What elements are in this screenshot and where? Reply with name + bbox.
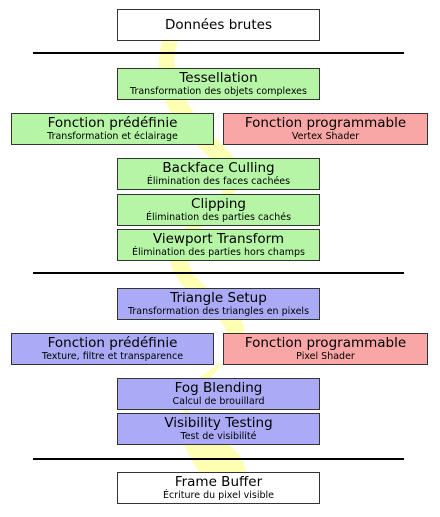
frame-buffer-box: Frame Buffer Écriture du pixel visible [117,472,320,504]
viewport-transform-title: Viewport Transform [152,231,285,247]
viewport-transform-box: Viewport Transform Élimination des parti… [117,229,320,261]
programmable-raster-subtitle: Pixel Shader [296,351,355,362]
fixed-function-geometry-title: Fonction prédéfinie [47,115,178,131]
triangle-setup-subtitle: Transformation des triangles en pixels [127,306,310,317]
fog-blending-title: Fog Blending [174,380,263,396]
fixed-function-raster-subtitle: Texture, filtre et transparence [41,351,184,362]
raw-data-box: Données brutes [117,9,320,41]
programmable-raster-title: Fonction programmable [244,335,407,351]
separator-line-2 [33,272,404,274]
programmable-raster-box: Fonction programmable Pixel Shader [223,333,428,365]
programmable-geometry-box: Fonction programmable Vertex Shader [223,113,428,145]
fixed-function-geometry-box: Fonction prédéfinie Transformation et éc… [11,113,214,145]
fixed-function-raster-title: Fonction prédéfinie [47,335,178,351]
tessellation-subtitle: Transformation des objets complexes [130,86,307,97]
tessellation-title: Tessellation [179,70,258,86]
separator-line-3 [33,458,404,460]
fog-blending-subtitle: Calcul de brouillard [172,396,265,407]
frame-buffer-subtitle: Écriture du pixel visible [162,490,275,501]
backface-culling-title: Backface Culling [162,160,275,176]
viewport-transform-subtitle: Élimination des parties hors champs [131,247,306,258]
backface-culling-box: Backface Culling Élimination des faces c… [117,158,320,190]
clipping-box: Clipping Élimination des parties cachés [117,194,320,226]
triangle-setup-title: Triangle Setup [170,290,267,306]
visibility-testing-subtitle: Test de visibilité [180,431,257,442]
programmable-geometry-subtitle: Vertex Shader [291,131,360,142]
separator-line-1 [33,52,404,54]
programmable-geometry-title: Fonction programmable [244,115,407,131]
fixed-function-raster-box: Fonction prédéfinie Texture, filtre et t… [11,333,214,365]
fixed-function-geometry-subtitle: Transformation et éclairage [47,131,178,142]
backface-culling-subtitle: Élimination des faces cachées [146,176,291,187]
clipping-subtitle: Élimination des parties cachés [145,212,292,223]
visibility-testing-title: Visibility Testing [164,415,273,431]
frame-buffer-title: Frame Buffer [174,474,263,490]
triangle-setup-box: Triangle Setup Transformation des triang… [117,288,320,320]
tessellation-box: Tessellation Transformation des objets c… [117,68,320,100]
fog-blending-box: Fog Blending Calcul de brouillard [117,378,320,410]
clipping-title: Clipping [191,196,246,212]
raw-data-title: Données brutes [164,17,272,33]
visibility-testing-box: Visibility Testing Test de visibilité [117,413,320,445]
